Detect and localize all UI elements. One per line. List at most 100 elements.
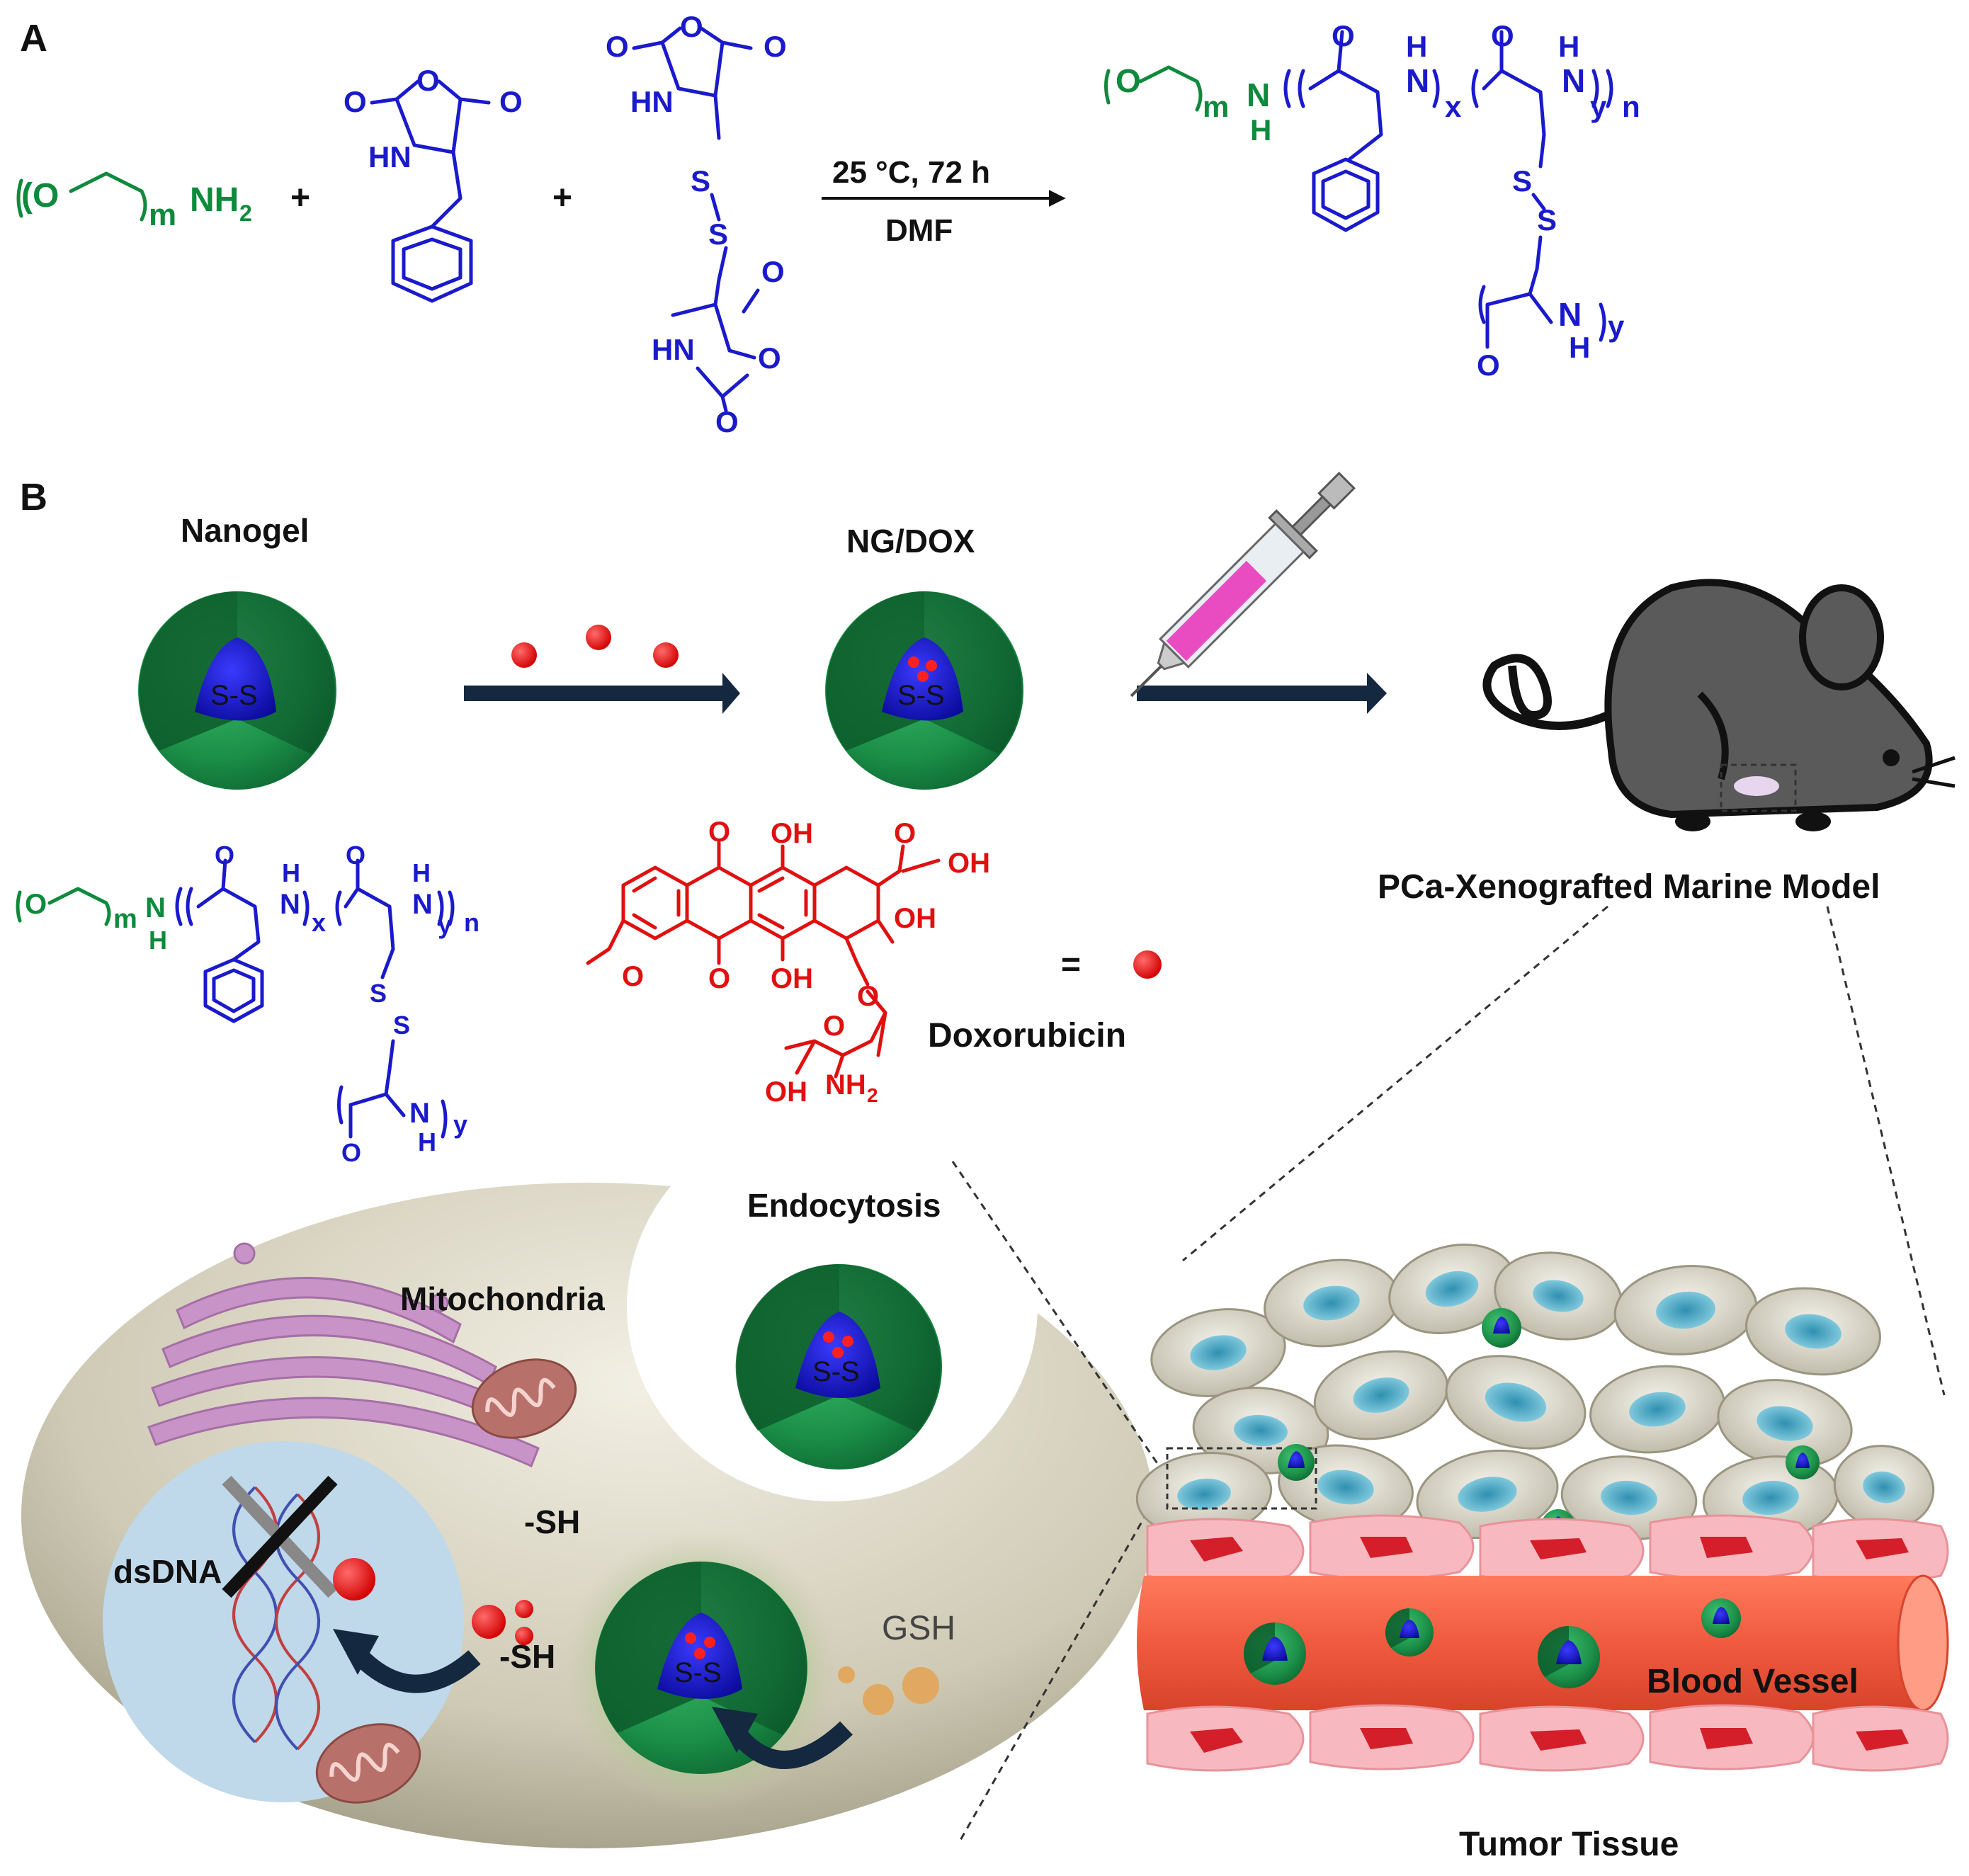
dox-nh2: NH bbox=[825, 1069, 866, 1101]
mouse-illustration bbox=[1482, 579, 1956, 831]
phe-nca-reactant: O O O HN bbox=[344, 64, 523, 303]
endocytosed-core-label: S-S bbox=[812, 1356, 860, 1387]
poly-h1: H bbox=[282, 858, 300, 887]
phe-o-left: O bbox=[344, 85, 367, 118]
poly-n-sub: n bbox=[464, 908, 480, 937]
poly-nh2: N bbox=[412, 889, 433, 920]
poly-o-c2: O bbox=[346, 841, 365, 870]
dox-oh-sugar: OH bbox=[765, 1076, 807, 1108]
poly-nh1: N bbox=[280, 889, 300, 920]
equals-sign: = bbox=[1061, 946, 1081, 984]
poly-s2: S bbox=[393, 1011, 410, 1040]
poly-o-bottom: O bbox=[341, 1138, 361, 1167]
prod-nh3: N bbox=[1558, 296, 1582, 333]
degrading-core-label: S-S bbox=[674, 1657, 722, 1688]
plus-sign-1: + bbox=[290, 179, 310, 217]
dox-oh4: OH bbox=[771, 963, 813, 994]
poly-y2: y bbox=[453, 1110, 467, 1139]
cys-o3: O bbox=[764, 30, 787, 63]
peg-amine-reactant: (O m NH 2 bbox=[16, 171, 252, 232]
tissue-nanogel-1 bbox=[1482, 1308, 1521, 1348]
syringe-icon bbox=[1130, 472, 1356, 698]
dox-dot-legend bbox=[1133, 950, 1162, 979]
prod-h2: H bbox=[1558, 30, 1579, 63]
zoom-lines bbox=[951, 905, 1946, 1842]
poly-m: m bbox=[113, 904, 137, 934]
sh-label-1: -SH bbox=[524, 1503, 580, 1540]
injection-arrow bbox=[1137, 673, 1387, 714]
nanogel-title: Nanogel bbox=[181, 512, 309, 549]
reaction-arrow: 25 °C, 72 h DMF bbox=[822, 155, 1066, 248]
cys-o1: O bbox=[606, 30, 629, 63]
dox-oh3: OH bbox=[894, 903, 936, 934]
ngdox-title: NG/DOX bbox=[846, 523, 975, 559]
vessel-nanogel-4 bbox=[1701, 1598, 1741, 1638]
conditions-bottom: DMF bbox=[885, 213, 953, 248]
cystine-nca-reactant: O O O HN S S O HN O O bbox=[606, 10, 787, 438]
cys-s1: S bbox=[691, 164, 710, 198]
vessel-nanogel-3 bbox=[1537, 1626, 1600, 1688]
prod-y2: y bbox=[1608, 309, 1625, 343]
poly-nh3: N bbox=[409, 1098, 430, 1129]
cys-o5: O bbox=[758, 341, 781, 375]
mitochondria-label: Mitochondria bbox=[400, 1280, 605, 1317]
dsdna-label: dsDNA bbox=[113, 1553, 222, 1590]
ngdox-core-label: S-S bbox=[897, 680, 945, 711]
ngdox-particle: S-S bbox=[825, 591, 1023, 790]
prod-y: y bbox=[1590, 90, 1607, 123]
vessel-nanogel-2 bbox=[1385, 1608, 1434, 1656]
poly-o-c1: O bbox=[215, 841, 234, 870]
cys-hn-top: HN bbox=[630, 85, 674, 118]
prod-h3: H bbox=[1569, 331, 1590, 364]
panel-a-label: A bbox=[20, 17, 47, 59]
prod-s2: S bbox=[1537, 203, 1557, 237]
dox-oh2: OH bbox=[948, 848, 990, 879]
peg-o: (O bbox=[21, 177, 59, 215]
prod-o-c1: O bbox=[1332, 19, 1355, 52]
dox-o-top: O bbox=[708, 817, 730, 848]
sh-label-2: -SH bbox=[499, 1638, 555, 1675]
prod-h: H bbox=[1250, 113, 1271, 147]
dox-nh2-sub: 2 bbox=[867, 1084, 878, 1106]
cys-s2: S bbox=[708, 217, 728, 251]
poly-n: N bbox=[145, 892, 166, 923]
dox-o-ket: O bbox=[894, 818, 916, 849]
vessel-nanogel-1 bbox=[1243, 1622, 1306, 1685]
poly-s1: S bbox=[370, 979, 387, 1008]
nanogel-polymer-structure: O m N H O N H x O N H y n S S O N H y bbox=[16, 841, 480, 1167]
tissue-nanogel-3 bbox=[1786, 1445, 1820, 1479]
prod-h1: H bbox=[1406, 30, 1427, 63]
poly-h2: H bbox=[412, 858, 431, 887]
prod-x: x bbox=[1445, 90, 1462, 123]
phe-o-ring: O bbox=[416, 64, 440, 97]
cancer-cell: S-S S-S bbox=[21, 1112, 1154, 1848]
dox-o-ring: O bbox=[823, 1011, 845, 1042]
cys-hn-bottom: HN bbox=[652, 333, 695, 366]
degrading-nanogel: S-S bbox=[595, 1562, 807, 1774]
prod-o-bottom: O bbox=[1477, 348, 1500, 382]
endocytosed-nanogel: S-S bbox=[735, 1263, 942, 1469]
poly-o: O bbox=[25, 889, 47, 920]
dox-oh1: OH bbox=[771, 818, 813, 849]
tumor-tissue bbox=[1135, 1244, 1949, 1772]
model-label: PCa-Xenografted Marine Model bbox=[1378, 868, 1880, 906]
phe-o-carbonyl: O bbox=[499, 85, 523, 118]
prod-n-sub: n bbox=[1622, 90, 1640, 123]
poly-x: x bbox=[312, 908, 326, 937]
dox-o-link: O bbox=[857, 981, 879, 1012]
cys-o2: O bbox=[680, 10, 703, 43]
prod-o: O bbox=[1116, 62, 1141, 99]
poly-y: y bbox=[438, 910, 452, 939]
plus-sign-2: + bbox=[552, 179, 572, 217]
peg-nh2: NH bbox=[190, 181, 239, 219]
prod-n: N bbox=[1247, 76, 1270, 113]
tissue-nanogel-2 bbox=[1278, 1444, 1315, 1481]
dox-ome: O bbox=[622, 961, 644, 992]
blood-vessel-label: Blood Vessel bbox=[1647, 1663, 1859, 1700]
conditions-top: 25 °C, 72 h bbox=[832, 155, 990, 190]
prod-o-c2: O bbox=[1491, 19, 1514, 52]
cys-o4: O bbox=[761, 255, 785, 288]
doxorubicin-structure: O OH O OH OH O OH O O O OH NH 2 bbox=[586, 817, 990, 1108]
mitochondrion-2 bbox=[315, 1723, 421, 1804]
